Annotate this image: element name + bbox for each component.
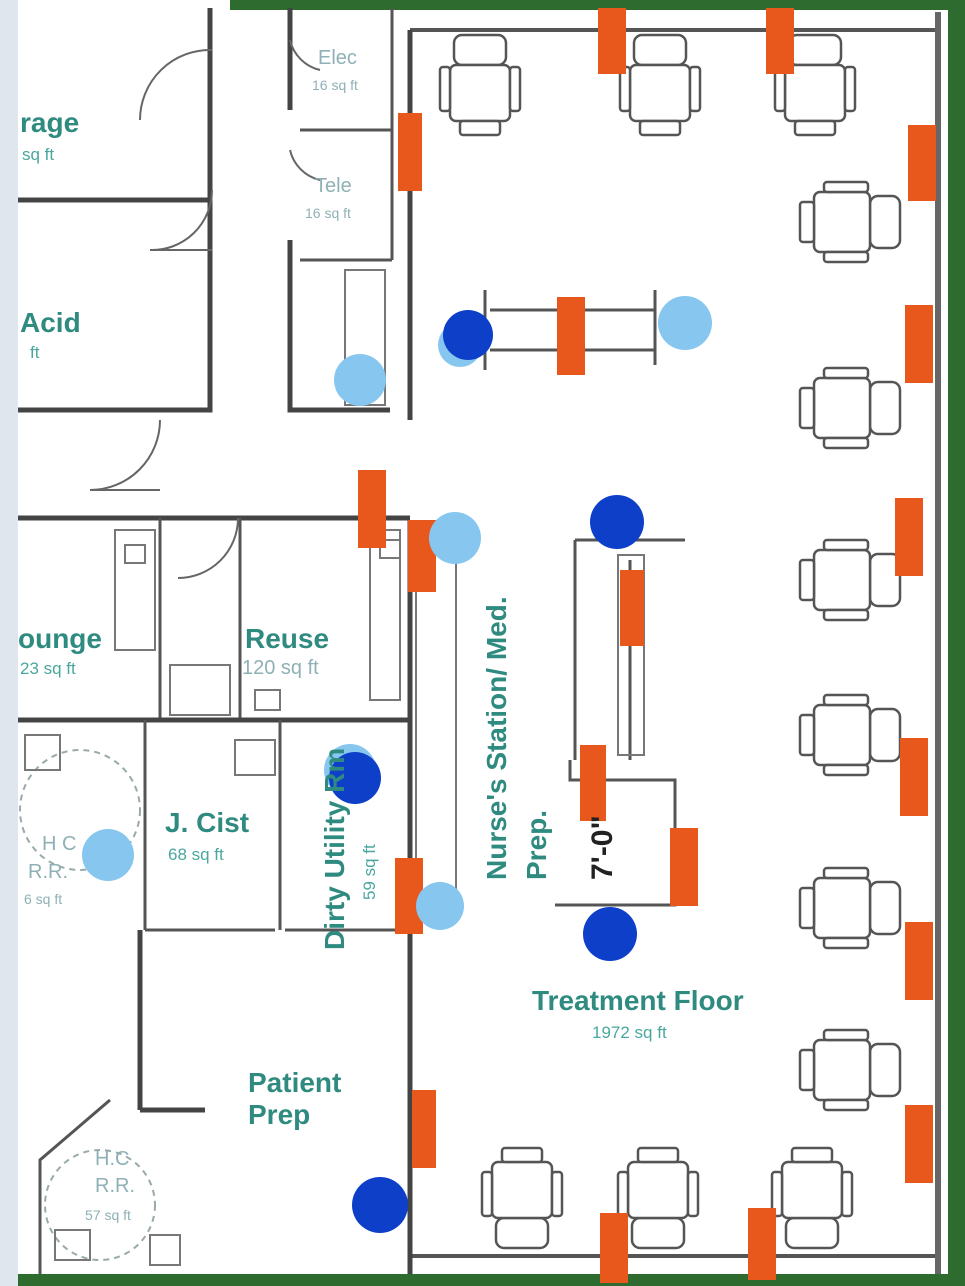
treatment-chair-icon: [438, 33, 522, 137]
orange-marker: [398, 113, 422, 191]
reuse-room-name: Reuse: [245, 623, 329, 654]
patient-prep-line1: Patient: [248, 1067, 341, 1098]
treatment-chair-icon: [798, 366, 902, 450]
elec-room-area: 16 sq ft: [312, 77, 358, 93]
hcrr-lower-line2: R.R.: [95, 1175, 135, 1197]
hcrr-upper-line2: R.R.: [28, 861, 68, 883]
treatment-chair-icon: [616, 1146, 700, 1250]
dirty-utility-room-name: Dirty Utility Rm: [319, 748, 350, 950]
treatment-chairs: [438, 33, 902, 1250]
exterior-walls: [18, 0, 965, 1286]
jcist-room-area: 68 sq ft: [168, 845, 224, 864]
dark-blue-marker: [583, 907, 637, 961]
lounge-room-name: ounge: [18, 623, 102, 654]
blue-markers: [82, 296, 712, 1233]
dimension-label: 7'-0": [586, 815, 619, 880]
interior-walls: [18, 8, 413, 1274]
dark-blue-marker: [443, 310, 493, 360]
room-labels: rage sq ft Acid ft Elec 16 sq ft Tele 16…: [18, 47, 744, 1223]
light-blue-marker: [658, 296, 712, 350]
dark-blue-marker: [329, 752, 381, 804]
light-blue-marker: [334, 354, 386, 406]
tele-room-area: 16 sq ft: [305, 205, 351, 221]
storage-room-area: sq ft: [22, 145, 54, 164]
light-blue-marker: [82, 829, 134, 881]
orange-marker: [905, 1105, 933, 1183]
orange-marker: [412, 1090, 436, 1168]
orange-marker: [580, 745, 606, 821]
storage-room-name: rage: [20, 107, 79, 138]
orange-marker: [905, 305, 933, 383]
treatment-chair-icon: [798, 693, 902, 777]
dark-blue-marker: [590, 495, 644, 549]
acid-room-name: Acid: [20, 307, 81, 338]
orange-marker: [557, 297, 585, 375]
acid-room-area: ft: [30, 343, 40, 362]
orange-marker: [358, 470, 386, 548]
fixtures: [19, 529, 457, 1266]
tele-room-name: Tele: [315, 175, 352, 197]
orange-marker: [766, 8, 794, 74]
orange-marker: [670, 828, 698, 906]
treatment-chair-icon: [798, 180, 902, 264]
elec-room-name: Elec: [318, 47, 357, 69]
orange-marker: [748, 1208, 776, 1280]
dirty-utility-room-area: 59 sq ft: [360, 844, 379, 900]
hcrr-upper-line1: H C: [42, 833, 76, 855]
treatment-floor-area: 1972 sq ft: [592, 1023, 667, 1042]
jcist-room-name: J. Cist: [165, 807, 249, 838]
light-blue-marker: [429, 512, 481, 564]
orange-marker: [600, 1213, 628, 1283]
hcrr-lower-area: 57 sq ft: [85, 1207, 131, 1223]
treatment-chair-icon: [798, 538, 902, 622]
patient-prep-line2: Prep: [248, 1099, 310, 1130]
dark-blue-marker: [352, 1177, 408, 1233]
orange-marker: [895, 498, 923, 576]
treatment-chair-icon: [480, 1146, 564, 1250]
orange-marker: [900, 738, 928, 816]
hcrr-upper-area: 6 sq ft: [24, 891, 62, 907]
hcrr-lower-line1: H.C: [95, 1148, 129, 1170]
treatment-chair-icon: [770, 1146, 854, 1250]
treatment-chair-icon: [798, 866, 902, 950]
orange-marker: [908, 125, 936, 201]
door-swings: [89, 39, 321, 579]
treatment-chair-icon: [798, 1028, 902, 1112]
light-blue-marker: [416, 882, 464, 930]
lounge-room-area: 23 sq ft: [20, 659, 76, 678]
reuse-room-area: 120 sq ft: [242, 657, 319, 679]
nurses-station-line2: Prep.: [521, 810, 552, 880]
nurses-station-line1: Nurse's Station/ Med.: [481, 596, 512, 880]
treatment-floor-name: Treatment Floor: [532, 985, 744, 1016]
orange-marker: [620, 570, 644, 646]
orange-marker: [598, 8, 626, 74]
orange-marker: [905, 922, 933, 1000]
orange-markers: [358, 8, 936, 1283]
treatment-chair-icon: [618, 33, 702, 137]
